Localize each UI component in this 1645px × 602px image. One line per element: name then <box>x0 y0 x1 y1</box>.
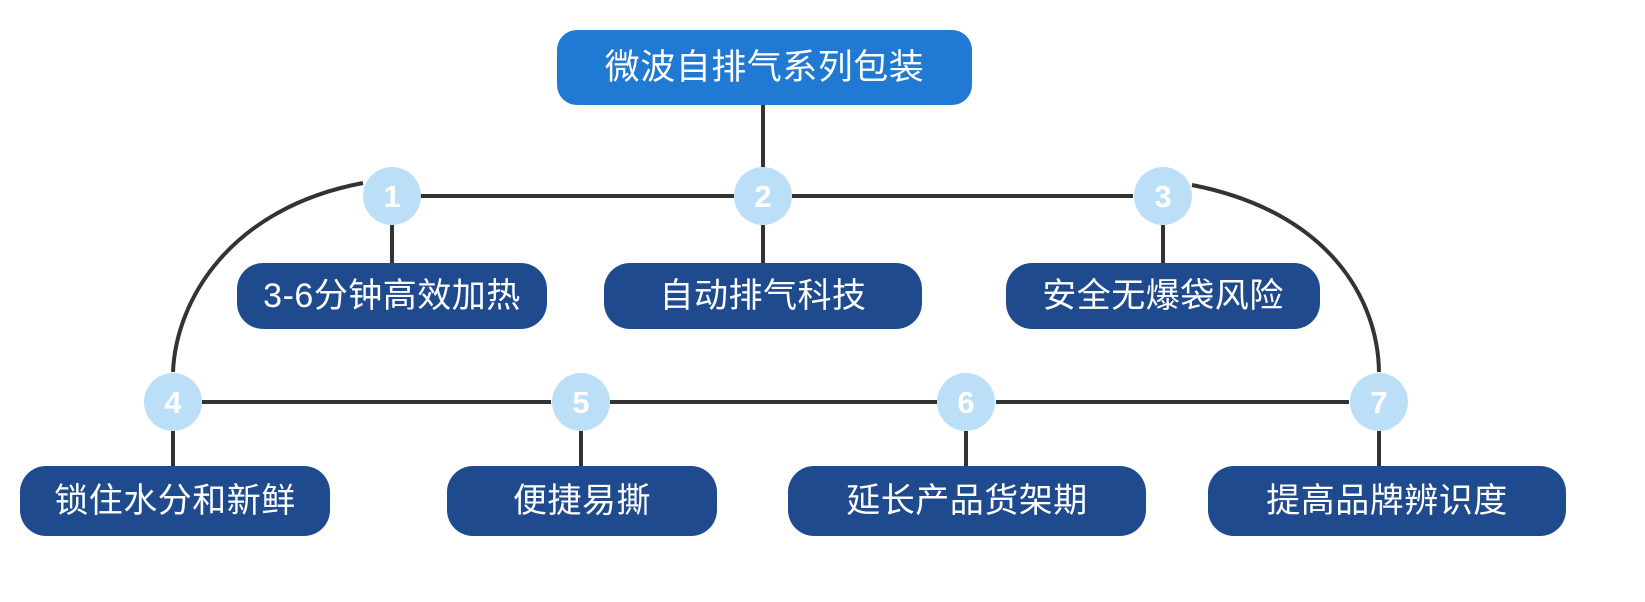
marker-number-4: 4 <box>164 384 182 420</box>
branch-node-2[interactable]: 自动排气科技 <box>604 263 922 329</box>
marker-number-5: 5 <box>572 384 590 420</box>
branch-node-6[interactable]: 延长产品货架期 <box>788 466 1146 536</box>
branch-node-1[interactable]: 3-6分钟高效加热 <box>237 263 547 329</box>
branch-node-4-label: 锁住水分和新鲜 <box>54 482 296 520</box>
marker-circle-4[interactable]: 4 <box>144 373 202 431</box>
marker-circle-7[interactable]: 7 <box>1350 373 1408 431</box>
marker-circle-1[interactable]: 1 <box>363 167 421 225</box>
branch-node-3[interactable]: 安全无爆袋风险 <box>1006 263 1320 329</box>
marker-circle-6[interactable]: 6 <box>937 373 995 431</box>
branch-node-7[interactable]: 提高品牌辨识度 <box>1208 466 1566 536</box>
root-node-label: 微波自排气系列包装 <box>604 48 925 87</box>
marker-circle-2[interactable]: 2 <box>734 167 792 225</box>
branch-node-1-label: 3-6分钟高效加热 <box>263 277 521 315</box>
branch-node-3-label: 安全无爆袋风险 <box>1042 277 1284 315</box>
marker-circle-3[interactable]: 3 <box>1134 167 1192 225</box>
branch-node-4[interactable]: 锁住水分和新鲜 <box>20 466 330 536</box>
marker-number-1: 1 <box>383 178 401 214</box>
marker-number-6: 6 <box>957 384 975 420</box>
marker-number-2: 2 <box>754 178 772 214</box>
marker-number-7: 7 <box>1370 384 1388 420</box>
branch-node-6-label: 延长产品货架期 <box>846 482 1088 520</box>
branch-node-7-label: 提高品牌辨识度 <box>1266 482 1508 520</box>
root-node[interactable]: 微波自排气系列包装 <box>557 30 972 105</box>
branch-node-5-label: 便捷易撕 <box>513 482 651 520</box>
branch-node-5[interactable]: 便捷易撕 <box>447 466 717 536</box>
marker-circle-5[interactable]: 5 <box>552 373 610 431</box>
marker-number-3: 3 <box>1154 178 1172 214</box>
branch-node-2-label: 自动排气科技 <box>659 277 867 315</box>
